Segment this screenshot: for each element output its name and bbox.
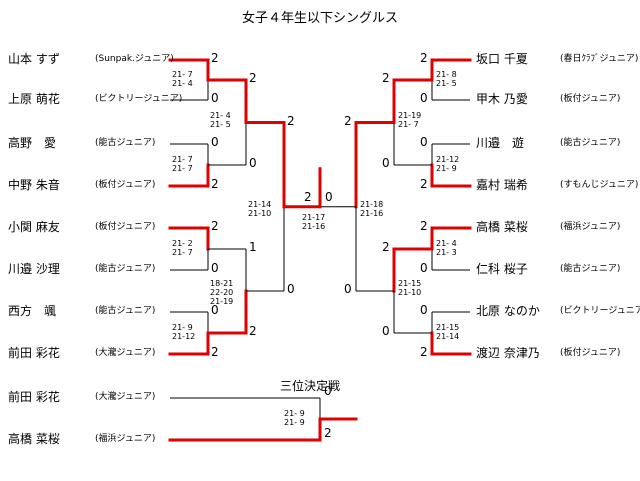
left-r1-score: 2 xyxy=(211,177,219,191)
left-player-name: 上原 萌花 xyxy=(8,92,60,106)
right-player-club: (春日ｸﾗﾌﾞジュニア) xyxy=(560,54,639,64)
left-player-name: 川邉 沙理 xyxy=(8,262,60,276)
left-r2-games: 18-21 22-20 21-19 xyxy=(210,279,234,306)
left-r2-score: 2 xyxy=(249,324,257,338)
left-player-club: (板付ジュニア) xyxy=(95,180,156,190)
right-player-club: (すもんじジュニア) xyxy=(560,180,639,190)
left-player-name: 西方 颯 xyxy=(8,304,57,318)
left-player-name: 前田 彩花 xyxy=(8,346,60,360)
left-r1-score: 0 xyxy=(211,303,219,317)
right-player-name: 川邉 遊 xyxy=(476,136,525,150)
left-player-club: (ビクトリージュニア) xyxy=(95,94,183,104)
left-player-club: (能古ジュニア) xyxy=(95,138,156,148)
right-player-name: 北原 なのか xyxy=(476,304,540,318)
left-r2-score: 1 xyxy=(249,240,257,254)
right-r1-games: 21-12 21- 9 xyxy=(436,155,460,173)
right-r1-games: 21- 4 21- 3 xyxy=(436,239,457,257)
right-player-name: 高橋 菜桜 xyxy=(476,220,528,234)
left-player-name: 小関 麻友 xyxy=(8,220,60,234)
right-r1-games: 21-15 21-14 xyxy=(436,323,460,341)
final-score-left: 2 xyxy=(304,189,312,204)
right-player-club: (ビクトリージュニア) xyxy=(560,306,640,316)
left-player-name: 中野 朱音 xyxy=(8,178,60,192)
third-place-label: 三位決定戦 xyxy=(280,379,341,393)
left-r3-score: 0 xyxy=(287,282,295,296)
left-r1-score: 2 xyxy=(211,51,219,65)
right-r3-games: 21-18 21-16 xyxy=(360,199,384,218)
right-r1-score: 2 xyxy=(420,51,428,65)
left-player-name: 山本 すず xyxy=(8,52,60,66)
right-player-club: (能古ジュニア) xyxy=(560,138,621,148)
right-r2-games: 21-15 21-10 xyxy=(398,279,422,297)
right-r1-score: 0 xyxy=(420,303,428,317)
right-r1-score: 2 xyxy=(420,177,428,191)
left-r3-games: 21-14 21-10 xyxy=(248,199,272,218)
right-r1-score: 2 xyxy=(420,219,428,233)
left-player-club: (板付ジュニア) xyxy=(95,222,156,232)
third-place-score: 0 xyxy=(324,384,332,398)
right-r3-score: 2 xyxy=(344,113,352,128)
left-r1-score: 0 xyxy=(211,135,219,149)
left-r1-score: 2 xyxy=(211,219,219,233)
third-place-player-name: 高橋 菜桜 xyxy=(8,432,60,446)
right-r1-score: 0 xyxy=(420,135,428,149)
right-player-name: 坂口 千夏 xyxy=(476,52,528,66)
left-r3-score: 2 xyxy=(287,113,295,128)
right-r2-score: 2 xyxy=(382,71,390,85)
third-place-games: 21- 9 21- 9 xyxy=(284,409,305,427)
left-player-club: (Sunpak.ジュニア) xyxy=(95,54,174,64)
third-place-player-name: 前田 彩花 xyxy=(8,390,60,404)
left-player-name: 高野 愛 xyxy=(8,136,57,150)
left-r1-games: 21- 2 21- 7 xyxy=(172,239,193,257)
final-score-right: 0 xyxy=(325,189,333,204)
right-r3-score: 0 xyxy=(344,282,352,296)
third-place-player-club: (大瀧ジュニア) xyxy=(95,392,156,402)
right-r1-games: 21- 8 21- 5 xyxy=(436,70,457,88)
right-player-name: 仁科 桜子 xyxy=(476,262,528,276)
right-r2-score: 0 xyxy=(382,324,390,338)
right-player-name: 嘉村 瑞希 xyxy=(476,178,528,192)
right-r1-score: 0 xyxy=(420,261,428,275)
final-games: 21-17 21-16 xyxy=(302,212,326,231)
right-player-name: 甲木 乃愛 xyxy=(476,92,528,106)
right-player-club: (板付ジュニア) xyxy=(560,94,621,104)
left-player-club: (能古ジュニア) xyxy=(95,264,156,274)
left-r1-games: 21- 7 21- 4 xyxy=(172,70,193,88)
left-r1-games: 21- 9 21-12 xyxy=(172,323,196,341)
left-player-club: (能古ジュニア) xyxy=(95,306,156,316)
left-r1-score: 0 xyxy=(211,261,219,275)
right-r1-score: 2 xyxy=(420,345,428,359)
right-r1-score: 0 xyxy=(420,91,428,105)
left-r2-score: 2 xyxy=(249,71,257,85)
third-place-score: 2 xyxy=(324,426,332,440)
right-player-club: (福浜ジュニア) xyxy=(560,222,621,232)
left-r1-score: 2 xyxy=(211,345,219,359)
right-r2-games: 21-19 21- 7 xyxy=(398,110,422,129)
page-title: 女子４年生以下シングルス xyxy=(241,11,399,26)
left-r1-score: 0 xyxy=(211,91,219,105)
left-r1-games: 21- 7 21- 7 xyxy=(172,155,193,173)
right-r2-score: 2 xyxy=(382,240,390,254)
third-place-player-club: (福浜ジュニア) xyxy=(95,434,156,444)
right-player-club: (板付ジュニア) xyxy=(560,348,621,358)
right-player-name: 渡辺 奈津乃 xyxy=(476,346,540,360)
left-player-club: (大瀧ジュニア) xyxy=(95,348,156,358)
right-r2-score: 0 xyxy=(382,156,390,170)
right-player-club: (能古ジュニア) xyxy=(560,264,621,274)
left-r2-score: 0 xyxy=(249,156,257,170)
left-r2-games: 21- 4 21- 5 xyxy=(210,110,231,129)
